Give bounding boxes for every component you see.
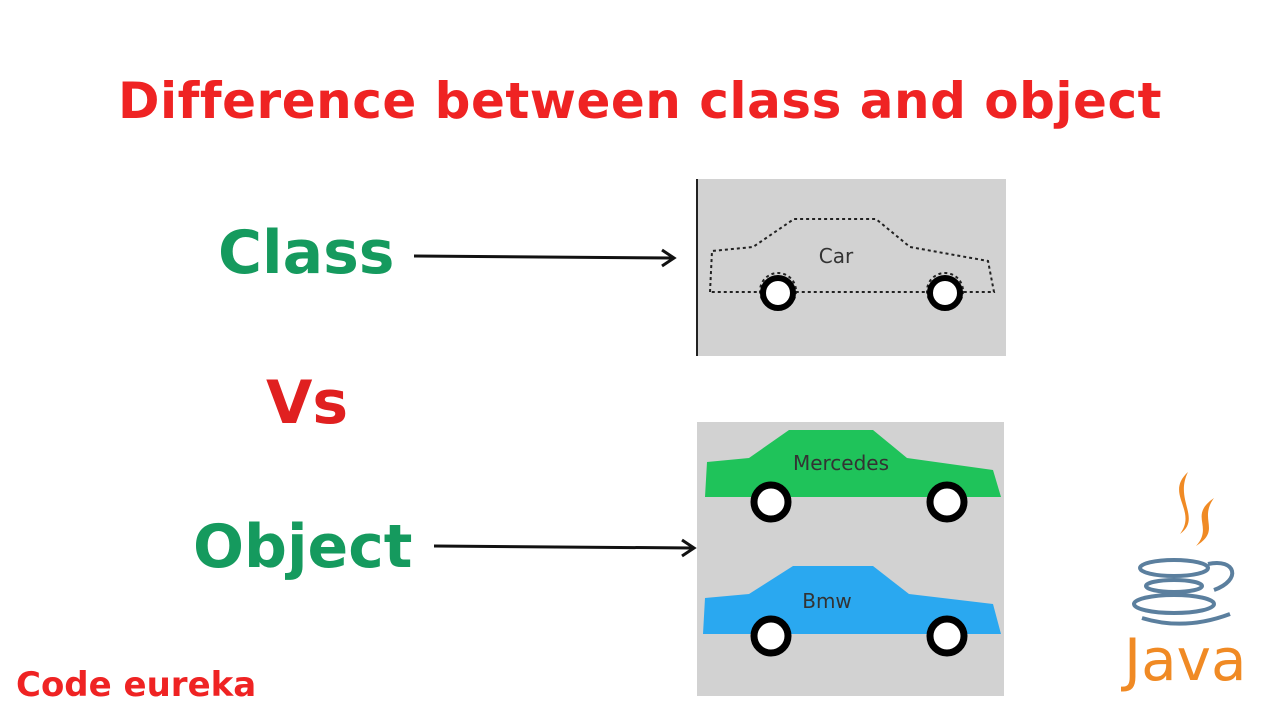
object-cars-diagram: Mercedes Bmw [703, 430, 1001, 657]
bmw-wheel [926, 615, 968, 657]
class-car-wheel [927, 275, 963, 311]
brand-label: Code eureka [16, 665, 257, 705]
java-wordmark: Java [1124, 626, 1247, 694]
page-title: Difference between class and object [117, 72, 1162, 130]
mercedes-label: Mercedes [793, 451, 889, 475]
bmw-wheel [750, 615, 792, 657]
bmw-car: Bmw [703, 566, 1001, 657]
object-arrow [433, 538, 697, 558]
class-label: Class [218, 218, 395, 288]
mercedes-wheel [926, 481, 968, 523]
vs-label: Vs [266, 368, 349, 438]
java-coffee-cup-icon [1132, 472, 1235, 626]
class-arrow [413, 248, 677, 268]
class-car-panel: Car [696, 179, 1006, 356]
object-label: Object [193, 512, 413, 582]
bmw-label: Bmw [802, 589, 852, 613]
mercedes-wheel [750, 481, 792, 523]
class-car-label: Car [819, 244, 854, 268]
class-car-outline [708, 218, 996, 293]
mercedes-body [705, 430, 1001, 497]
mercedes-car: Mercedes [705, 430, 1001, 523]
class-car-wheel [760, 275, 796, 311]
object-cars-panel: Mercedes Bmw [697, 422, 1004, 696]
class-car-diagram: Car [708, 218, 996, 311]
